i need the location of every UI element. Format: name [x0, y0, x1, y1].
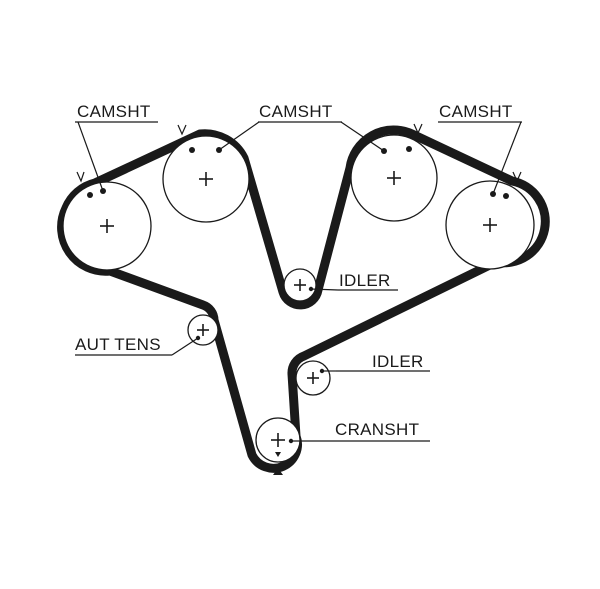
upper-idler-pulley [283, 268, 317, 302]
crankshaft-timing-mark-icon [273, 468, 283, 475]
camshaft-center-label: CAMSHT [259, 102, 333, 121]
idler-lower-label: IDLER [372, 352, 424, 371]
auto-tensioner-pulley [187, 314, 219, 346]
leader-lines [75, 121, 522, 442]
camshaft-right-pulley [445, 180, 535, 270]
camshaft-left-pulley [62, 181, 152, 271]
camshaft-left-label: CAMSHT [77, 102, 151, 121]
camshaft-center-right-pulley [350, 134, 438, 222]
lower-idler-pulley [295, 360, 331, 396]
idler-upper-label: IDLER [339, 271, 391, 290]
crankshaft-pulley [255, 417, 301, 463]
cam-timing-mark-icons [76, 123, 522, 183]
auto-tensioner-label: AUT TENS [75, 335, 161, 354]
camshaft-right-label: CAMSHT [439, 102, 513, 121]
camshaft-center-left-pulley [162, 135, 250, 223]
timing-belt [57, 125, 550, 473]
crankshaft-label: CRANSHT [335, 420, 419, 439]
